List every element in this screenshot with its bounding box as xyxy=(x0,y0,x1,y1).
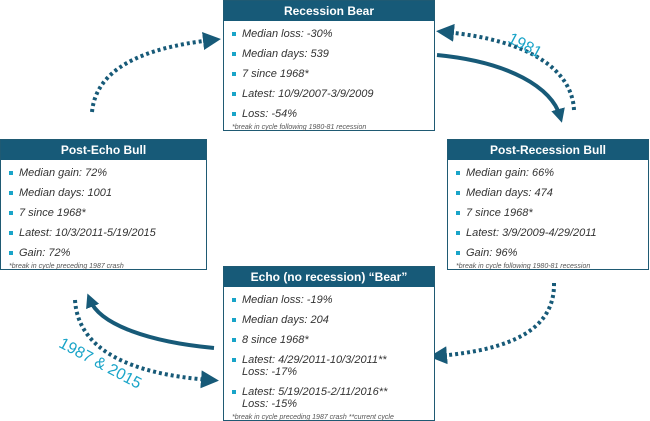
stat-count-since-1968: 7 since 1968* xyxy=(9,203,200,223)
stat-median-days: Median days: 539 xyxy=(232,44,428,64)
stat-count-since-1968: 8 since 1968* xyxy=(232,330,428,350)
bullet-icon xyxy=(456,231,460,235)
box-echo-bear: Echo (no recession) “Bear” Median loss: … xyxy=(223,266,435,421)
box-title: Post-Recession Bull xyxy=(448,140,648,160)
stat-median-loss: Median loss: -19% xyxy=(232,290,428,310)
stat-count-since-1968: 7 since 1968* xyxy=(232,64,428,84)
box-footnote: *break in cycle preceding 1987 crash **c… xyxy=(232,414,394,421)
bullet-icon xyxy=(9,251,13,255)
arrow-recession-bear-to-post-recession-bull xyxy=(436,53,565,123)
bullet-icon xyxy=(456,171,460,175)
box-post-echo-bull: Post-Echo Bull Median gain: 72% Median d… xyxy=(0,139,207,270)
arrow-echo-bear-to-post-echo-bull xyxy=(86,293,215,350)
stat-count-since-1968: 7 since 1968* xyxy=(456,203,642,223)
box-footnote: *break in cycle preceding 1987 crash xyxy=(9,263,124,270)
box-post-recession-bull: Post-Recession Bull Median gain: 66% Med… xyxy=(447,139,649,270)
bullet-icon xyxy=(232,112,236,116)
bullet-icon xyxy=(232,390,236,394)
arrow-post-recession-bull-to-echo-bear xyxy=(429,282,557,365)
bullet-icon xyxy=(232,318,236,322)
bullet-icon xyxy=(232,52,236,56)
stat-median-days: Median days: 1001 xyxy=(9,183,200,203)
bullet-icon xyxy=(232,92,236,96)
stat-gain: Gain: 96% xyxy=(456,243,642,263)
stat-latest-2011-loss: Loss: -17% xyxy=(242,366,298,378)
stat-median-gain: Median gain: 66% xyxy=(456,163,642,183)
bullet-icon xyxy=(232,338,236,342)
arrow-post-echo-to-recession-bear xyxy=(90,32,221,113)
stat-median-days: Median days: 204 xyxy=(232,310,428,330)
box-recession-bear: Recession Bear Median loss: -30% Median … xyxy=(223,0,435,131)
bullet-icon xyxy=(232,358,236,362)
bullet-icon xyxy=(456,251,460,255)
stat-latest-2011: Latest: 4/29/2011-10/3/2011**Loss: -17% xyxy=(232,350,428,378)
stat-loss: Loss: -54% xyxy=(232,104,428,124)
bullet-icon xyxy=(456,211,460,215)
bullet-icon xyxy=(232,298,236,302)
box-title: Recession Bear xyxy=(224,1,434,21)
bullet-icon xyxy=(456,191,460,195)
box-title: Echo (no recession) “Bear” xyxy=(224,267,434,287)
bullet-icon xyxy=(9,211,13,215)
box-title: Post-Echo Bull xyxy=(1,140,206,160)
stat-gain: Gain: 72% xyxy=(9,243,200,263)
stat-latest: Latest: 10/3/2011-5/19/2015 xyxy=(9,223,200,243)
stat-median-gain: Median gain: 72% xyxy=(9,163,200,183)
stat-median-days: Median days: 474 xyxy=(456,183,642,203)
bullet-icon xyxy=(9,231,13,235)
stat-latest-2015: Latest: 5/19/2015-2/11/2016**Loss: -15% xyxy=(232,382,428,410)
stat-latest: Latest: 10/9/2007-3/9/2009 xyxy=(232,84,428,104)
arrow-1987-2015-dotted xyxy=(73,299,219,389)
box-footnote: *break in cycle following 1980-81 recess… xyxy=(232,124,367,131)
stat-latest: Latest: 3/9/2009-4/29/2011 xyxy=(456,223,642,243)
bullet-icon xyxy=(232,32,236,36)
box-footnote: *break in cycle following 1980-81 recess… xyxy=(456,263,591,270)
stat-latest-2015-loss: Loss: -15% xyxy=(242,398,298,410)
arrow-1981-dotted xyxy=(436,23,576,111)
stat-median-loss: Median loss: -30% xyxy=(232,24,428,44)
bullet-icon xyxy=(232,72,236,76)
bullet-icon xyxy=(9,171,13,175)
bullet-icon xyxy=(9,191,13,195)
